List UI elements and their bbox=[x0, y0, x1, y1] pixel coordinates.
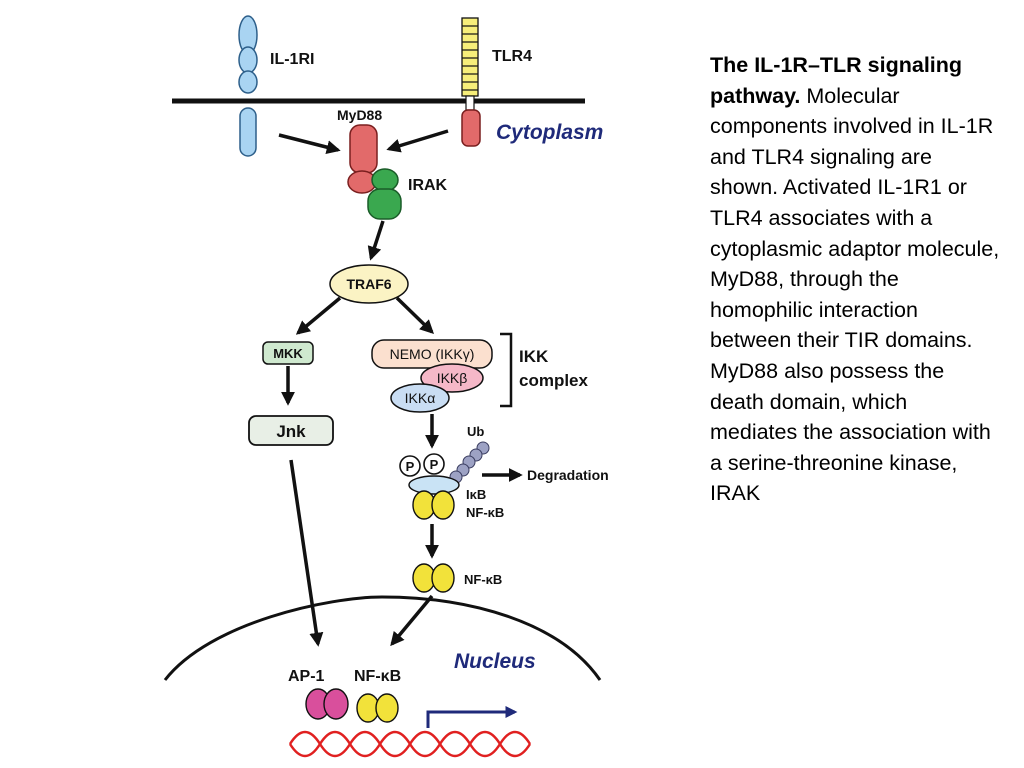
tlr4-receptor bbox=[461, 17, 481, 147]
phosphate-2 bbox=[423, 453, 445, 475]
tlr4-label: TLR4 bbox=[492, 48, 532, 65]
ikb-label: IκB bbox=[466, 487, 486, 502]
traf6-shape bbox=[329, 264, 409, 304]
phosphate-1 bbox=[399, 455, 421, 477]
ikk-complex-label-line2: complex bbox=[519, 371, 589, 390]
jnk-to-ap1-arrow bbox=[289, 459, 324, 647]
ikb-shape bbox=[408, 475, 460, 495]
jnk-label: Jnk bbox=[276, 422, 306, 441]
ikka-shape bbox=[390, 383, 450, 413]
ikk-complex-bracket bbox=[500, 332, 513, 408]
nuclear-envelope bbox=[163, 595, 602, 681]
nemo-label: NEMO (IKKγ) bbox=[390, 346, 475, 362]
il1ri-label: IL-1RI bbox=[270, 51, 314, 68]
nfkb-free-label: NF-κB bbox=[464, 572, 502, 587]
ikkb-shape bbox=[420, 363, 484, 393]
il1ri-receptor bbox=[238, 15, 258, 157]
myd88-label: MyD88 bbox=[337, 107, 382, 123]
ap1-label: AP-1 bbox=[288, 668, 325, 685]
nfkb-free-subunit-2 bbox=[431, 563, 455, 593]
il1r-tlr-pathway-diagram: IL-1RI TLR4 MyD88 Cytoplasm IRAK TRAF6 M… bbox=[163, 15, 609, 758]
irak-to-traf6-arrow bbox=[367, 220, 385, 261]
nucleus-label: Nucleus bbox=[454, 650, 536, 673]
myd88-shape bbox=[349, 124, 378, 174]
irak-label: IRAK bbox=[408, 177, 448, 194]
caption-title: The IL-1R–TLR signaling pathway. bbox=[710, 53, 963, 108]
phosphate-2-label: P bbox=[430, 457, 439, 472]
traf6-label: TRAF6 bbox=[346, 276, 391, 292]
tlr4-to-myd88-arrow bbox=[386, 129, 449, 153]
ikkb-label: IKKβ bbox=[437, 370, 468, 386]
phosphate-1-label: P bbox=[406, 459, 415, 474]
ubiquitin-chain bbox=[449, 441, 490, 484]
traf6-to-mkk-arrow bbox=[295, 296, 342, 335]
figure-caption: The IL-1R–TLR signaling pathway. Molecul… bbox=[710, 50, 1000, 509]
jnk-shape bbox=[248, 415, 334, 446]
il1ri-to-myd88-arrow bbox=[278, 133, 341, 155]
nfkb-complex-subunit-2 bbox=[431, 490, 455, 520]
nfkb-nuclear-subunit-2 bbox=[375, 693, 399, 723]
cytoplasm-label: Cytoplasm bbox=[496, 121, 603, 144]
ub-label: Ub bbox=[467, 424, 484, 439]
caption-body: Molecular components involved in IL-1R a… bbox=[710, 83, 1000, 506]
degradation-label: Degradation bbox=[527, 467, 609, 483]
nfkb-nuclear-label: NF-κB bbox=[354, 668, 401, 685]
ikka-label: IKKα bbox=[405, 390, 436, 406]
traf6-to-ikk-arrow bbox=[395, 296, 435, 334]
transcription-arrow bbox=[426, 706, 518, 728]
mkk-label: MKK bbox=[273, 346, 303, 361]
ikk-complex-label-line1: IKK bbox=[519, 347, 549, 366]
nfkb-to-nucleus-arrow bbox=[390, 594, 434, 647]
ap1-subunit-2 bbox=[323, 688, 349, 720]
mkk-shape bbox=[262, 341, 314, 365]
nfkb-complex-label: NF-κB bbox=[466, 505, 504, 520]
dna-helix bbox=[288, 730, 532, 758]
irak-shape bbox=[367, 168, 402, 220]
